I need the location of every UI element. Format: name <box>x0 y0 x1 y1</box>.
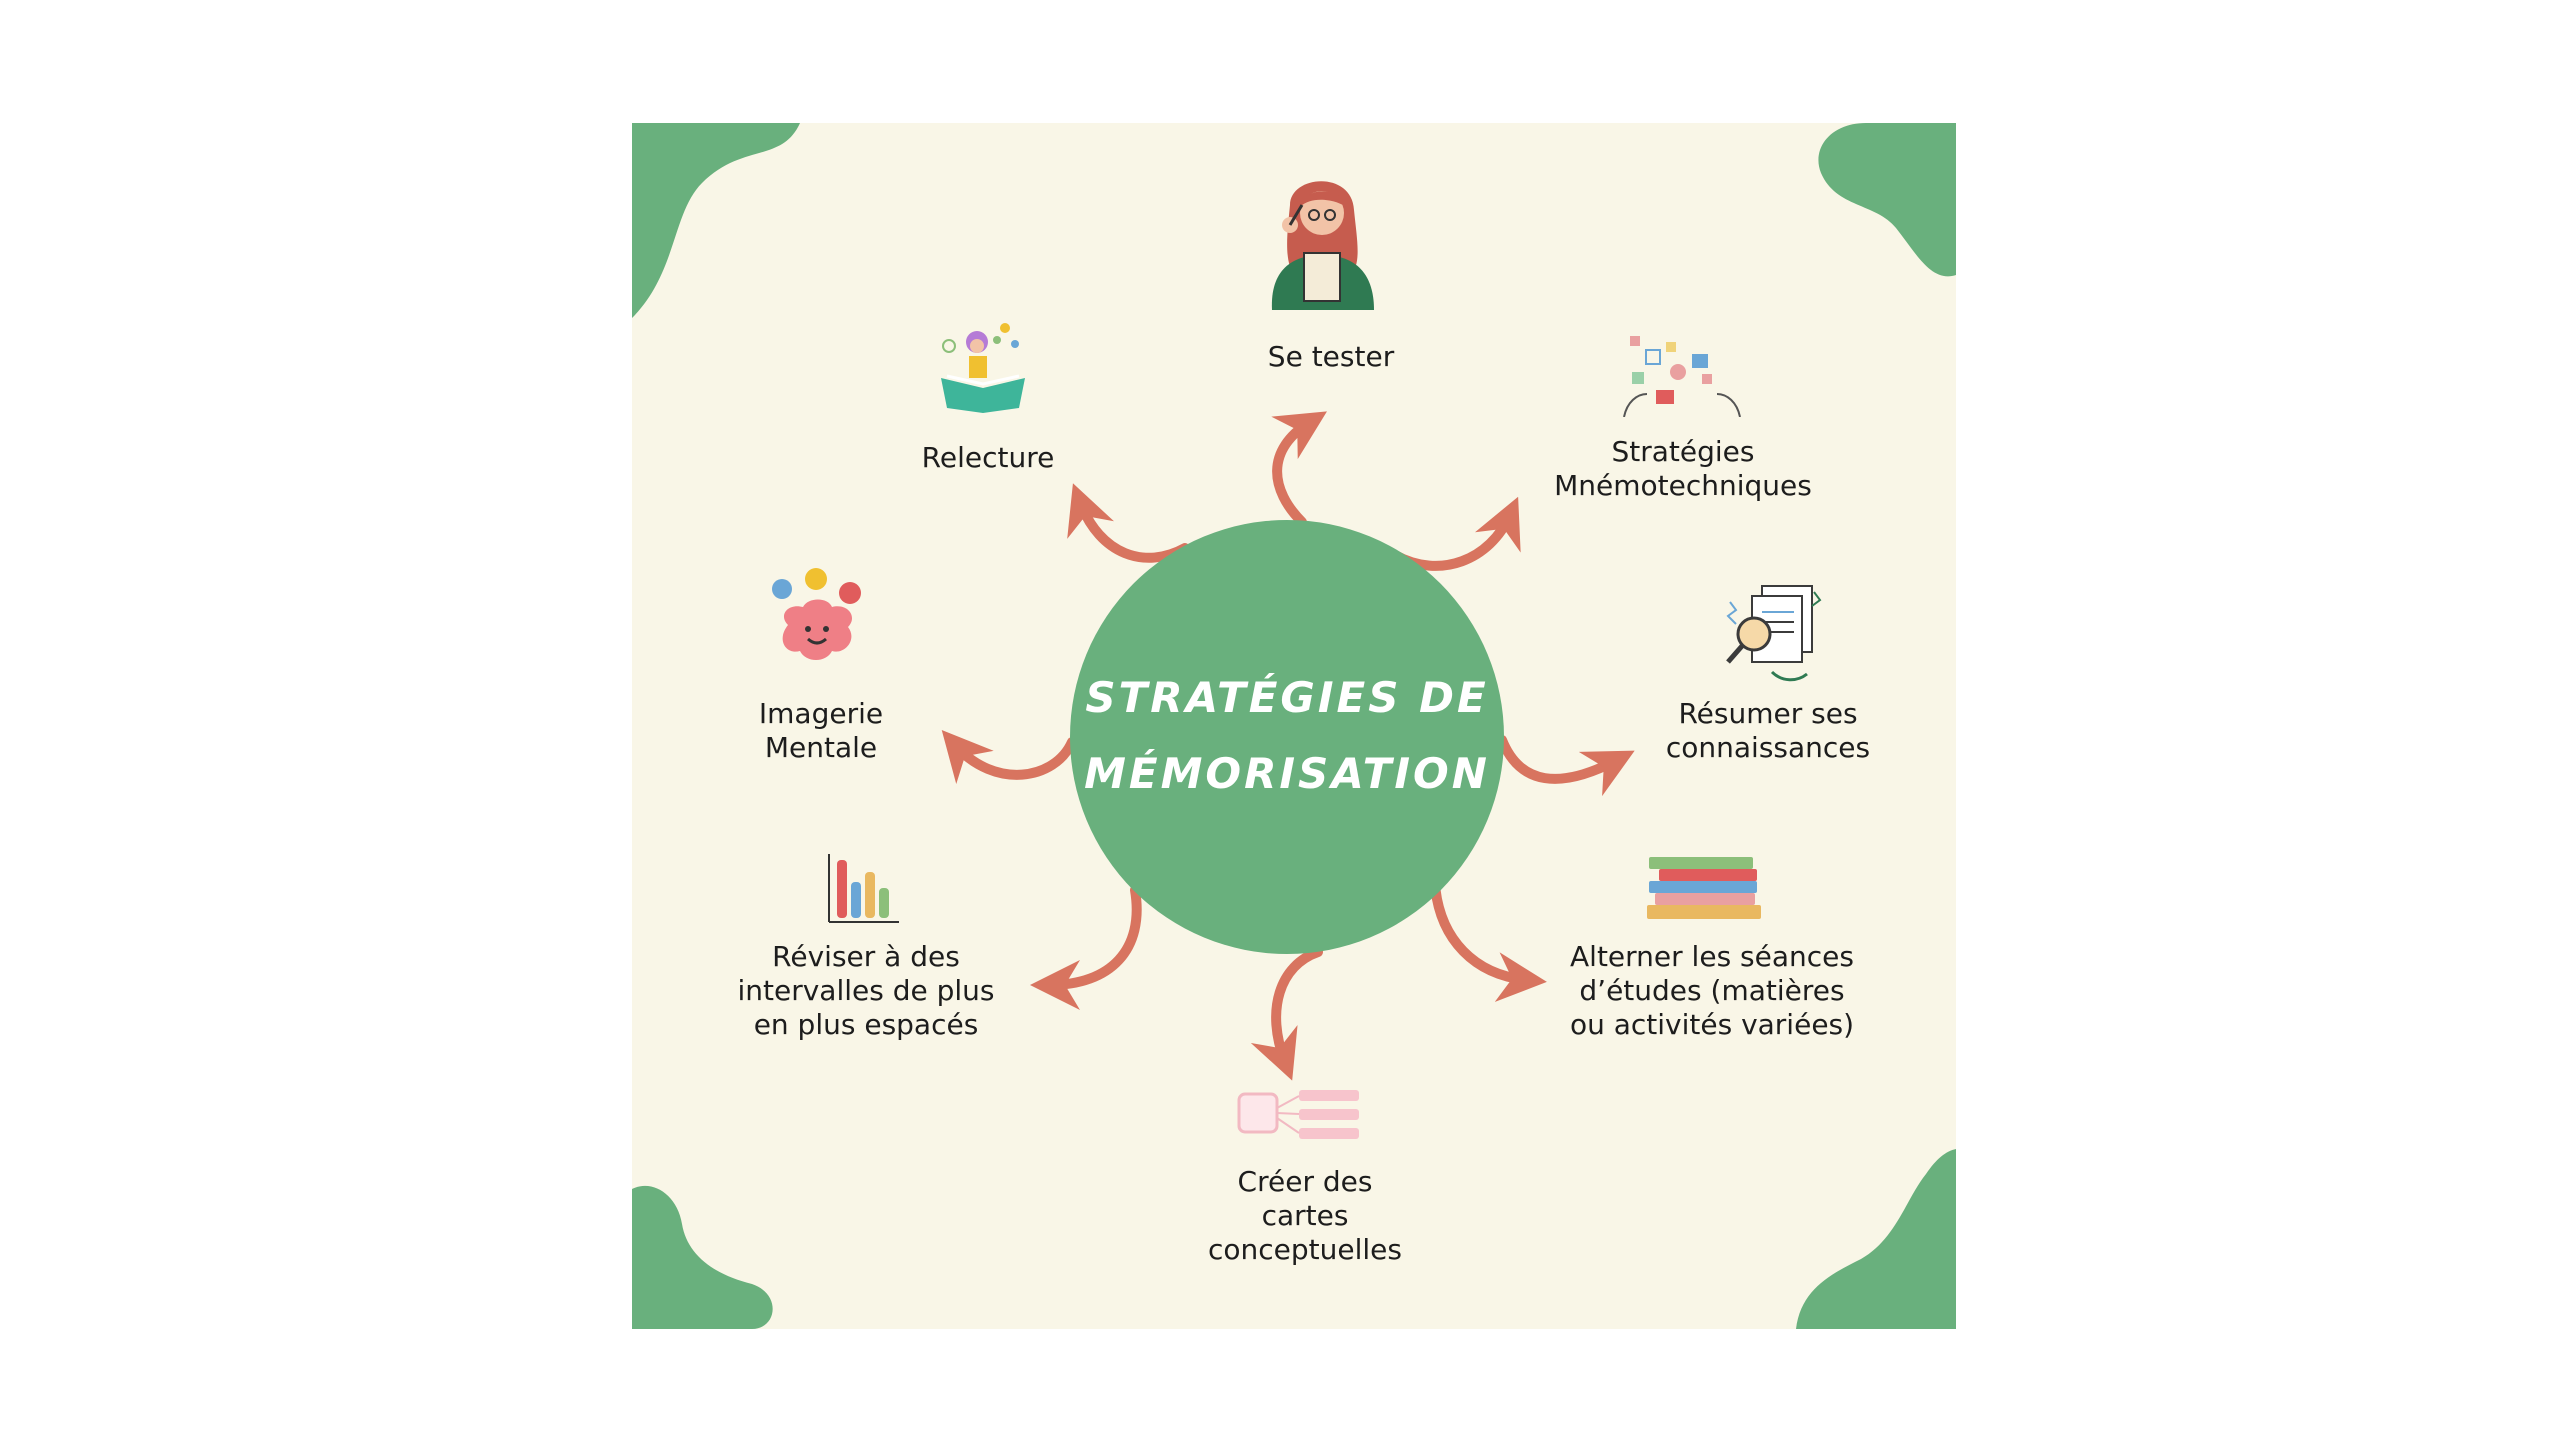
node-relecture-line1: Relecture <box>921 441 1055 474</box>
node-cartes-line1: Créer des <box>1237 1165 1373 1198</box>
node-reviser-label: Réviser à des intervalles de plus en plu… <box>737 940 994 1042</box>
arrow-resumer <box>1497 735 1635 797</box>
node-cartes-line3: conceptuelles <box>1208 1233 1402 1266</box>
node-alterner-line2: d’études (matières <box>1579 974 1845 1007</box>
node-alterner-line3: ou activités variées) <box>1569 1008 1855 1041</box>
node-relecture-label: Relecture <box>922 441 1055 475</box>
node-resumer-label: Résumer ses connaissances <box>1666 697 1870 765</box>
sticky-notes-icon <box>1623 336 1741 417</box>
node-mnemo-line1: Stratégies <box>1611 435 1755 468</box>
arrow-reviser <box>1030 885 1142 1010</box>
center-title-line2: MÉMORISATION <box>1084 749 1490 798</box>
arrow-alterner <box>1430 880 1547 1002</box>
bar-chart-icon <box>828 854 899 923</box>
node-imagerie-line2: Mentale <box>764 731 878 764</box>
arrow-relecture <box>1067 483 1190 563</box>
node-reviser-line1: Réviser à des <box>772 940 960 973</box>
node-se-tester-label: Se tester <box>1268 340 1394 374</box>
arrow-se-tester <box>1271 411 1327 527</box>
corner-blob-bottom-left <box>632 1185 773 1329</box>
node-alterner-label: Alterner les séances d’études (matières … <box>1570 940 1854 1042</box>
node-reviser-line2: intervalles de plus <box>737 974 995 1007</box>
corner-blob-bottom-right <box>1796 1149 1956 1329</box>
node-mnemo-label: Stratégies Mnémotechniques <box>1554 435 1812 503</box>
node-cartes-label: Créer des cartes conceptuelles <box>1208 1165 1402 1267</box>
node-mnemo-line2: Mnémotechniques <box>1554 469 1812 502</box>
brain-emotions-icon <box>772 568 861 660</box>
corner-blob-top-left <box>632 123 800 318</box>
node-resumer-line2: connaissances <box>1665 731 1871 764</box>
corner-blob-top-right <box>1818 123 1956 277</box>
node-reviser-line3: en plus espacés <box>753 1008 979 1041</box>
node-imagerie-line1: Imagerie <box>758 697 884 730</box>
node-cartes-line2: cartes <box>1261 1199 1349 1232</box>
center-title: STRATÉGIES DE MÉMORISATION <box>1070 660 1504 812</box>
node-alterner-line1: Alterner les séances <box>1570 940 1854 973</box>
node-resumer-line1: Résumer ses <box>1678 697 1858 730</box>
arrow-mnemo <box>1390 496 1521 571</box>
node-imagerie-label: Imagerie Mentale <box>759 697 883 765</box>
center-title-line1: STRATÉGIES DE <box>1085 673 1489 722</box>
arrow-cartes <box>1250 947 1323 1081</box>
concept-map-icon <box>1237 1090 1359 1139</box>
arrow-imagerie <box>941 730 1077 785</box>
node-se-tester-line1: Se tester <box>1267 340 1395 373</box>
woman-thinking-icon <box>1271 181 1374 310</box>
center-circle <box>1070 520 1504 954</box>
document-magnifier-icon <box>1726 585 1822 682</box>
book-stack-icon <box>1647 857 1761 919</box>
girl-reading-book-icon <box>941 323 1025 413</box>
